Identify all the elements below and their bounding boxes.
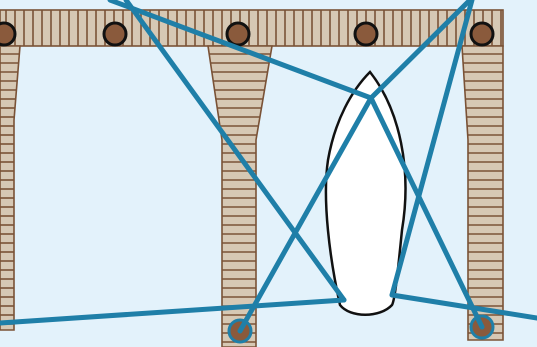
bollard-top-3[interactable] [225, 21, 251, 47]
rope-2[interactable] [123, 0, 347, 303]
middle-pier [207, 45, 273, 347]
rope-5[interactable] [368, 0, 473, 101]
ropes [0, 0, 537, 334]
rope-8[interactable] [389, 292, 537, 321]
bollard-top-1[interactable] [0, 21, 17, 47]
right-pier [461, 45, 504, 341]
rope-6[interactable] [368, 95, 485, 330]
rope-3[interactable] [237, 95, 374, 334]
bollard-top-2[interactable] [102, 21, 128, 47]
bollard-top-5[interactable] [469, 21, 495, 47]
bollard-top-4[interactable] [353, 21, 379, 47]
rope-1[interactable] [0, 297, 347, 326]
top-pier [0, 9, 504, 47]
rope-7[interactable] [389, 0, 475, 298]
rope-4[interactable] [107, 0, 374, 101]
